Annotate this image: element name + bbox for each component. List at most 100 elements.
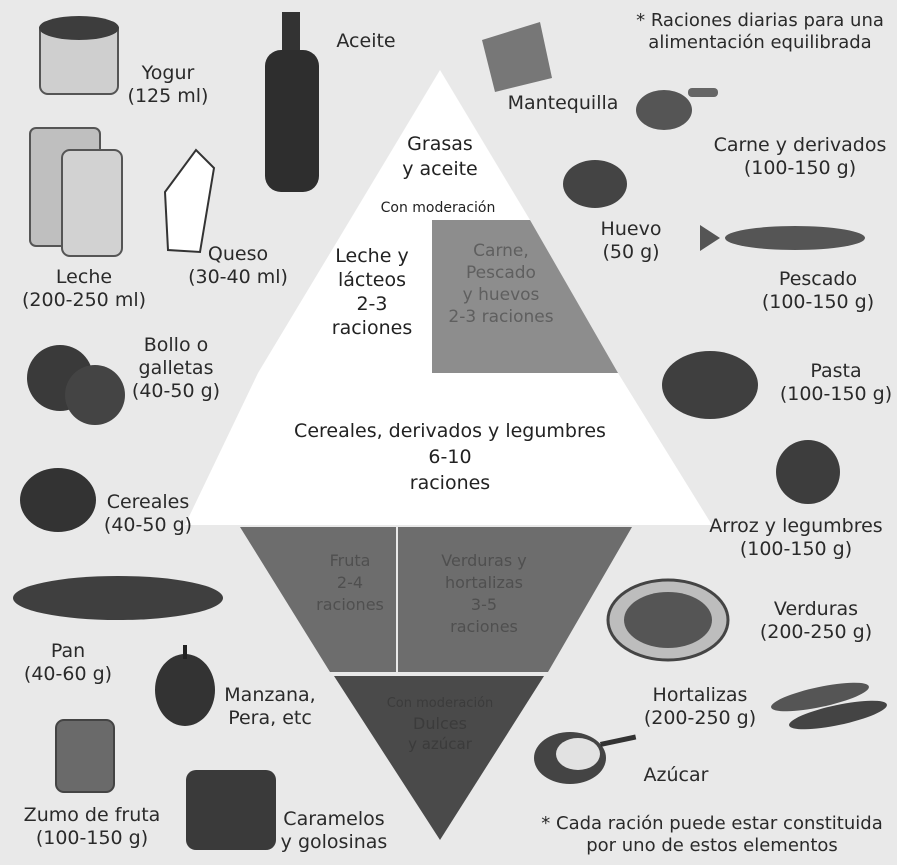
- queso-line-2: (30-40 ml): [188, 266, 288, 289]
- label-arroz: Arroz y legumbres (100-150 g): [709, 515, 882, 561]
- leche-line-1: Leche: [22, 266, 146, 289]
- pasta-illustration: [662, 351, 758, 419]
- huevo-line-1: Huevo: [601, 218, 662, 241]
- butter-illustration: [482, 22, 552, 92]
- cereal-illustration: [20, 468, 96, 532]
- dairy-line-4: raciones: [332, 316, 412, 340]
- fats-note: Con moderación: [381, 200, 496, 216]
- label-huevo: Huevo (50 g): [601, 218, 662, 264]
- caramelos-line-2: y golosinas: [281, 831, 388, 854]
- cookies-illustration: [27, 345, 125, 425]
- vegetables-label: Verduras y hortalizas 3-5 raciones: [441, 550, 526, 638]
- yogur-line-2: (125 ml): [128, 85, 209, 108]
- label-pescado: Pescado (100-150 g): [762, 268, 874, 314]
- pescado-line-1: Pescado: [762, 268, 874, 291]
- label-carne: Carne y derivados (100-150 g): [714, 134, 887, 180]
- label-cereales: Cereales (40-50 g): [104, 491, 192, 537]
- cereales-line-2: (40-50 g): [104, 514, 192, 537]
- yogurt-illustration: [39, 16, 119, 94]
- dairy-line-1: Leche y: [332, 244, 412, 268]
- sugar-bowl-illustration: [534, 732, 636, 784]
- vegetables-line-4: raciones: [441, 616, 526, 638]
- label-verduras: Verduras (200-250 g): [760, 598, 872, 644]
- carne-line-1: Carne y derivados: [714, 134, 887, 157]
- bollo-line-3: (40-50 g): [132, 380, 220, 403]
- zumo-line-2: (100-150 g): [24, 827, 161, 850]
- arroz-line-2: (100-150 g): [709, 538, 882, 561]
- queso-line-1: Queso: [188, 243, 288, 266]
- cereals-line-2: 6-10: [294, 444, 606, 470]
- label-bollo: Bollo o galletas (40-50 g): [132, 334, 220, 403]
- fish-illustration: [700, 225, 865, 251]
- verduras-line-1: Verduras: [760, 598, 872, 621]
- manzana-line-1: Manzana,: [224, 684, 315, 707]
- sweets-line-1: Con moderación: [387, 694, 494, 714]
- fats-line-1: Grasas: [402, 132, 477, 157]
- bottom-note-line-2: por uno de estos elementos: [541, 835, 882, 857]
- label-yogur: Yogur (125 ml): [128, 62, 209, 108]
- zumo-line-1: Zumo de fruta: [24, 804, 161, 827]
- candies-illustration: [186, 770, 276, 850]
- label-leche: Leche (200-250 ml): [22, 266, 146, 312]
- fats-line-2: y aceite: [402, 157, 477, 182]
- vegetables-line-2: hortalizas: [441, 572, 526, 594]
- milk-illustration: [30, 128, 122, 256]
- pan-line-2: (40-60 g): [24, 663, 112, 686]
- huevo-line-2: (50 g): [601, 241, 662, 264]
- meat-illustration: [636, 88, 718, 130]
- label-pan: Pan (40-60 g): [24, 640, 112, 686]
- manzana-line-2: Pera, etc: [224, 707, 315, 730]
- oil-bottle-illustration: [265, 12, 319, 192]
- top-note-line-1: * Raciones diarias para una: [636, 10, 884, 32]
- cereals-line-1: Cereales, derivados y legumbres: [294, 418, 606, 444]
- cereals-label: Cereales, derivados y legumbres 6-10 rac…: [294, 418, 606, 496]
- label-aceite: Aceite: [336, 30, 395, 53]
- cereals-line-3: raciones: [294, 470, 606, 496]
- bread-illustration: [13, 576, 223, 620]
- dairy-line-3: 2-3: [332, 292, 412, 316]
- bottom-note: * Cada ración puede estar constituida po…: [541, 813, 882, 857]
- bollo-line-2: galletas: [132, 357, 220, 380]
- vegetables-line-1: Verduras y: [441, 550, 526, 572]
- fats-label: Grasas y aceite: [402, 132, 477, 182]
- protein-line-4: 2-3 raciones: [448, 306, 553, 328]
- arroz-line-1: Arroz y legumbres: [709, 515, 882, 538]
- leche-line-2: (200-250 ml): [22, 289, 146, 312]
- plate-illustration: [608, 580, 728, 660]
- label-queso: Queso (30-40 ml): [188, 243, 288, 289]
- pescado-line-2: (100-150 g): [762, 291, 874, 314]
- carrots-illustration: [769, 677, 889, 735]
- protein-line-3: y huevos: [448, 284, 553, 306]
- pasta-line-2: (100-150 g): [780, 383, 892, 406]
- label-caramelos: Caramelos y golosinas: [281, 808, 388, 854]
- verduras-line-2: (200-250 g): [760, 621, 872, 644]
- cheese-illustration: [165, 150, 214, 252]
- hortalizas-line-1: Hortalizas: [644, 684, 756, 707]
- label-manzana: Manzana, Pera, etc: [224, 684, 315, 730]
- protein-line-2: Pescado: [448, 262, 553, 284]
- rice-illustration: [776, 440, 840, 504]
- hortalizas-line-2: (200-250 g): [644, 707, 756, 730]
- sweets-line-2: Dulces: [387, 714, 494, 734]
- protein-label: Carne, Pescado y huevos 2-3 raciones: [448, 240, 553, 328]
- fruit-label: Fruta 2-4 raciones: [316, 550, 384, 616]
- vegetables-line-3: 3-5: [441, 594, 526, 616]
- sweets-line-3: y azúcar: [387, 734, 494, 754]
- egg-illustration: [563, 160, 627, 208]
- label-zumo: Zumo de fruta (100-150 g): [24, 804, 161, 850]
- dairy-label: Leche y lácteos 2-3 raciones: [332, 244, 412, 340]
- dairy-line-2: lácteos: [332, 268, 412, 292]
- carne-line-2: (100-150 g): [714, 157, 887, 180]
- label-azucar: Azúcar: [644, 764, 709, 787]
- pan-line-1: Pan: [24, 640, 112, 663]
- azucar-line-1: Azúcar: [644, 764, 709, 787]
- juice-glass-illustration: [56, 720, 114, 792]
- top-note: * Raciones diarias para una alimentación…: [636, 10, 884, 54]
- protein-line-1: Carne,: [448, 240, 553, 262]
- sweets-label: Con moderación Dulces y azúcar: [387, 694, 494, 754]
- fruit-line-3: raciones: [316, 594, 384, 616]
- aceite-line-1: Aceite: [336, 30, 395, 53]
- bottom-note-line-1: * Cada ración puede estar constituida: [541, 813, 882, 835]
- cereales-line-1: Cereales: [104, 491, 192, 514]
